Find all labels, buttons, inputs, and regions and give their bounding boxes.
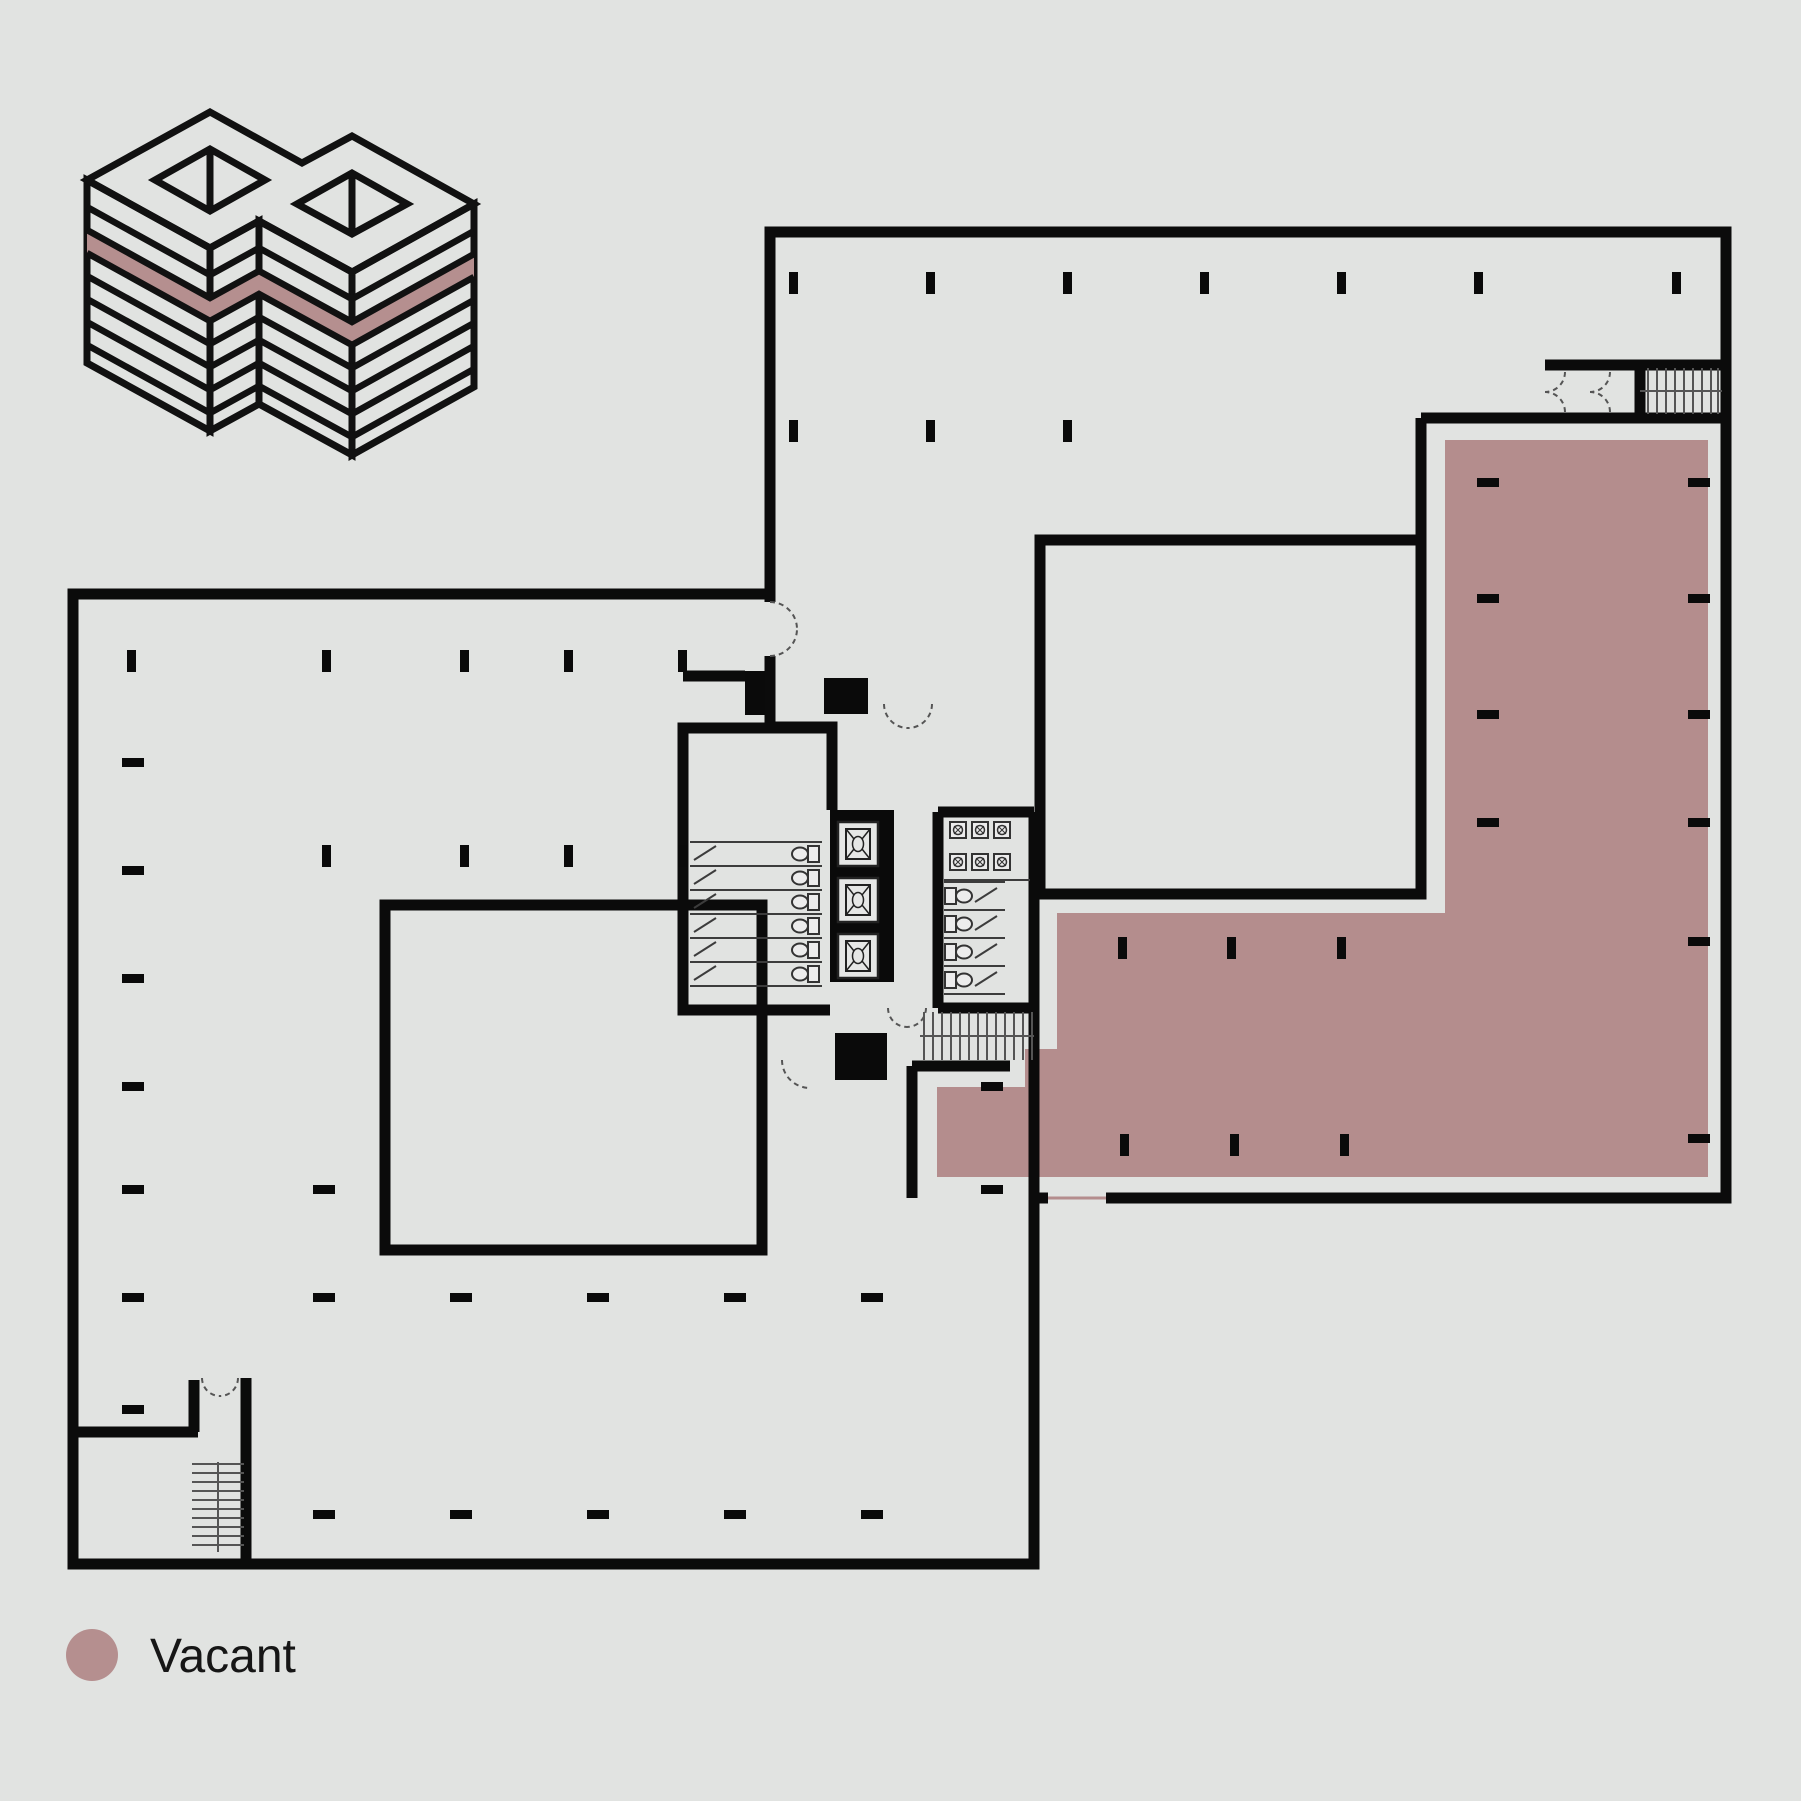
- toilet-icon: [944, 915, 973, 933]
- core-stair: [920, 1012, 1034, 1060]
- service-room: [835, 1033, 887, 1080]
- left-wing-room: [379, 899, 768, 1256]
- building-stack-icon: [79, 107, 482, 461]
- restroom-right: [944, 821, 1030, 995]
- legend: Vacant: [66, 1629, 296, 1683]
- icon-highlighted-floor: [87, 230, 474, 345]
- toilet-icon: [944, 943, 973, 961]
- toilet-icon: [944, 887, 973, 905]
- toilet-icon: [791, 869, 820, 887]
- vestibule-stair: [1544, 368, 1722, 414]
- toilet-icon: [791, 917, 820, 935]
- toilet-icon: [791, 893, 820, 911]
- toilet-icon: [944, 971, 973, 989]
- sink-icon: [993, 821, 1011, 839]
- elevator-icon: [836, 820, 880, 868]
- elevator-icon: [836, 932, 880, 980]
- icon-roof: [79, 107, 482, 276]
- elevator-icon: [836, 876, 880, 924]
- floor-plan: [67, 226, 1732, 1570]
- toilet-icon: [791, 845, 820, 863]
- restroom-left: [690, 841, 822, 987]
- elevator-bank: [836, 820, 880, 980]
- core-walls: [73, 594, 1040, 1564]
- sink-icon: [971, 821, 989, 839]
- icon-floor-stripes: [85, 204, 476, 441]
- icon-courtyard-left: [147, 144, 273, 216]
- suite-walls: [1034, 359, 1726, 900]
- icon-courtyard-right: [289, 168, 415, 238]
- bottom-left-stair: [192, 1462, 244, 1552]
- sink-icon: [971, 853, 989, 871]
- sink-icon: [949, 853, 967, 871]
- sink-icon: [949, 821, 967, 839]
- toilet-icon: [791, 941, 820, 959]
- sink-icon: [993, 853, 1011, 871]
- door-gaps: [764, 602, 1106, 1204]
- vacant-suite-area[interactable]: [937, 440, 1708, 1177]
- toilet-icon: [791, 965, 820, 983]
- vacant-legend-dot: [66, 1629, 118, 1681]
- door-swings: [201, 601, 933, 1397]
- exterior-walls: [67, 226, 1732, 1570]
- vestibule-doors: [1544, 371, 1611, 413]
- vacant-legend-label: Vacant: [150, 1630, 296, 1683]
